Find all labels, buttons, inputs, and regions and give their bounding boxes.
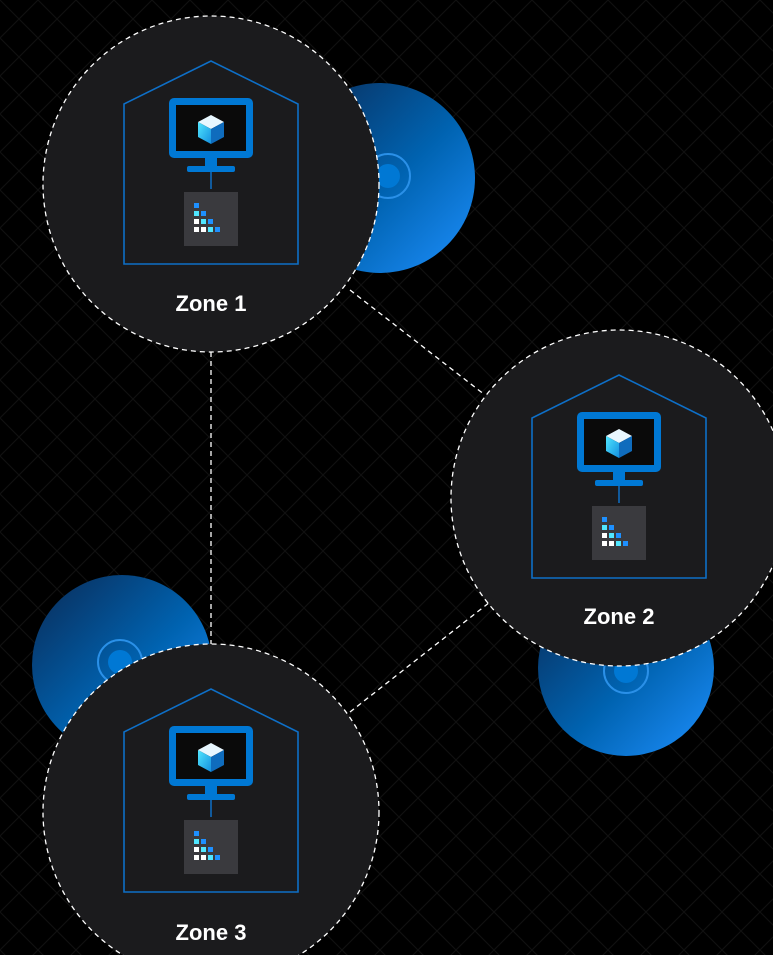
zone-1-label: Zone 1 xyxy=(176,291,247,316)
zone-1: Zone 1 xyxy=(42,15,380,353)
zone-2-label: Zone 2 xyxy=(584,604,655,629)
zone-connections xyxy=(210,289,491,713)
connection-zone2-zone3 xyxy=(349,601,491,713)
zone-3: Zone 3 xyxy=(42,643,380,955)
zone-3-label: Zone 3 xyxy=(176,920,247,945)
connection-zone1-zone2 xyxy=(349,289,486,396)
zone-2: Zone 2 xyxy=(450,329,773,667)
